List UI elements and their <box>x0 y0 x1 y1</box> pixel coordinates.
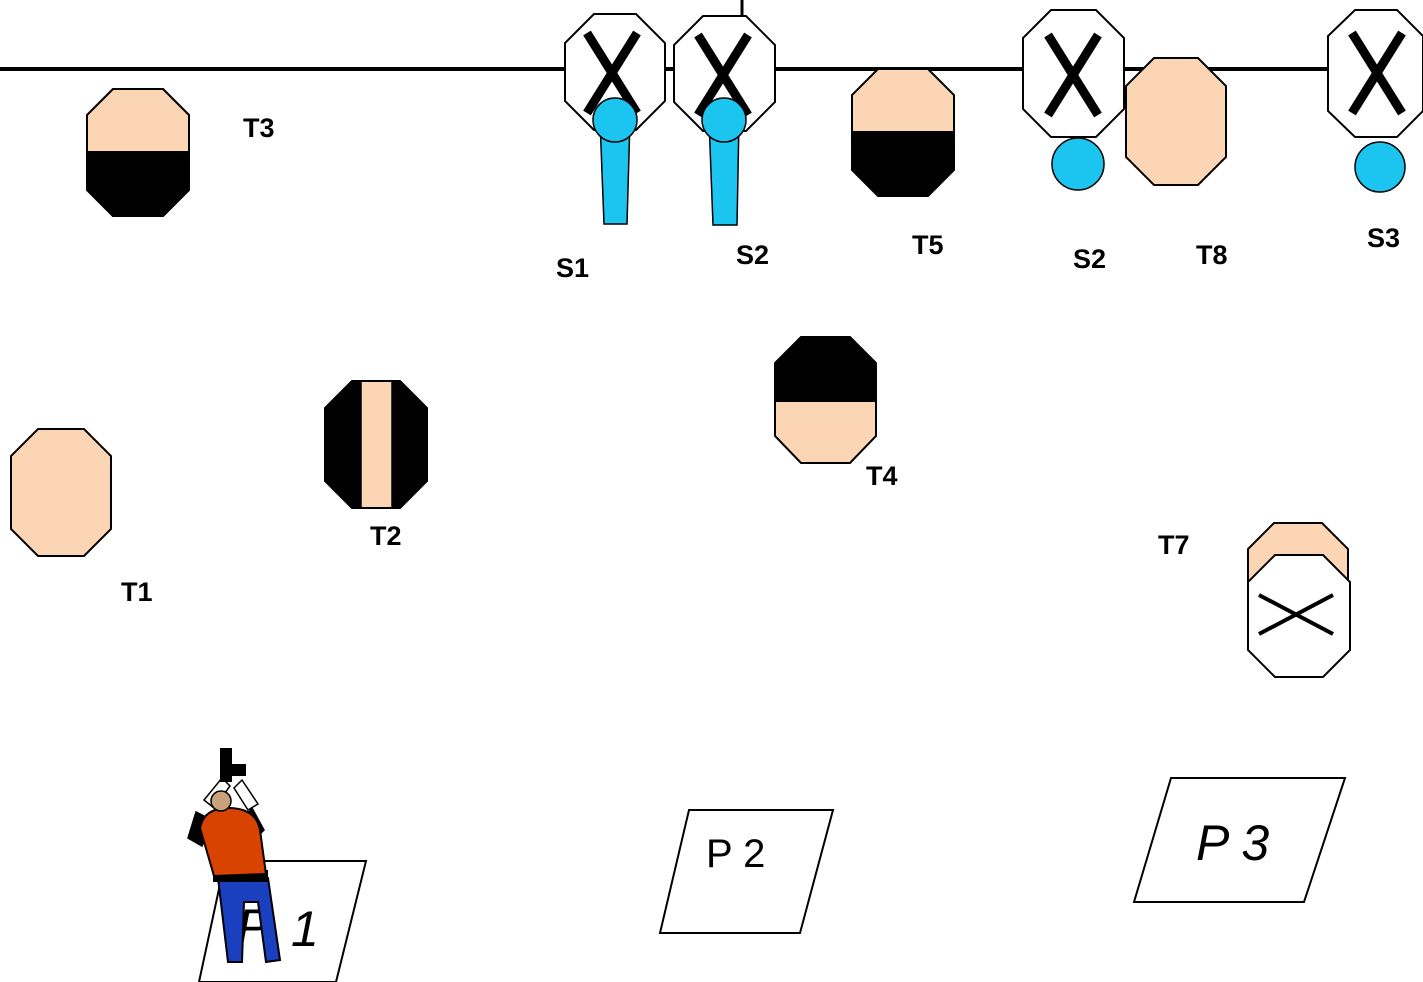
position-p2: P 2 <box>658 809 835 934</box>
steel-s2-left-label: S2 <box>736 240 769 270</box>
target-t8 <box>1125 57 1227 186</box>
target-t2 <box>324 380 428 509</box>
steel-popper-icon <box>592 97 638 225</box>
steel-plate-icon <box>1051 137 1105 191</box>
target-t4 <box>774 336 877 464</box>
position-p2-label: P 2 <box>706 832 765 876</box>
target-t4-label: T4 <box>866 461 898 491</box>
target-t5-label: T5 <box>912 230 944 260</box>
steel-plate-icon <box>1354 141 1406 193</box>
target-t2-label: T2 <box>370 521 402 551</box>
target-t1-label: T1 <box>121 577 153 607</box>
position-p1-number: 1 <box>291 901 319 957</box>
shooter-figure-icon <box>187 748 282 964</box>
target-t1 <box>10 428 112 557</box>
no-shoot-x-icon <box>1327 9 1423 138</box>
position-p3: P 3 <box>1132 777 1347 903</box>
steel-s2-right-label: S2 <box>1073 244 1106 274</box>
position-p3-label: P 3 <box>1196 815 1269 871</box>
no-shoot-x-icon <box>564 13 666 131</box>
no-shoot-x-icon <box>1247 554 1351 678</box>
steel-s3-label: S3 <box>1367 223 1400 253</box>
steel-popper-icon <box>701 97 747 226</box>
target-t7-label: T7 <box>1158 530 1190 560</box>
target-t8-label: T8 <box>1196 240 1228 270</box>
no-shoot-x-icon <box>1022 9 1125 138</box>
target-t3-label: T3 <box>243 113 275 143</box>
steel-s1-label: S1 <box>556 253 589 283</box>
target-t5 <box>851 68 955 197</box>
no-shoot-x-icon <box>673 15 776 132</box>
target-t3 <box>86 88 190 217</box>
